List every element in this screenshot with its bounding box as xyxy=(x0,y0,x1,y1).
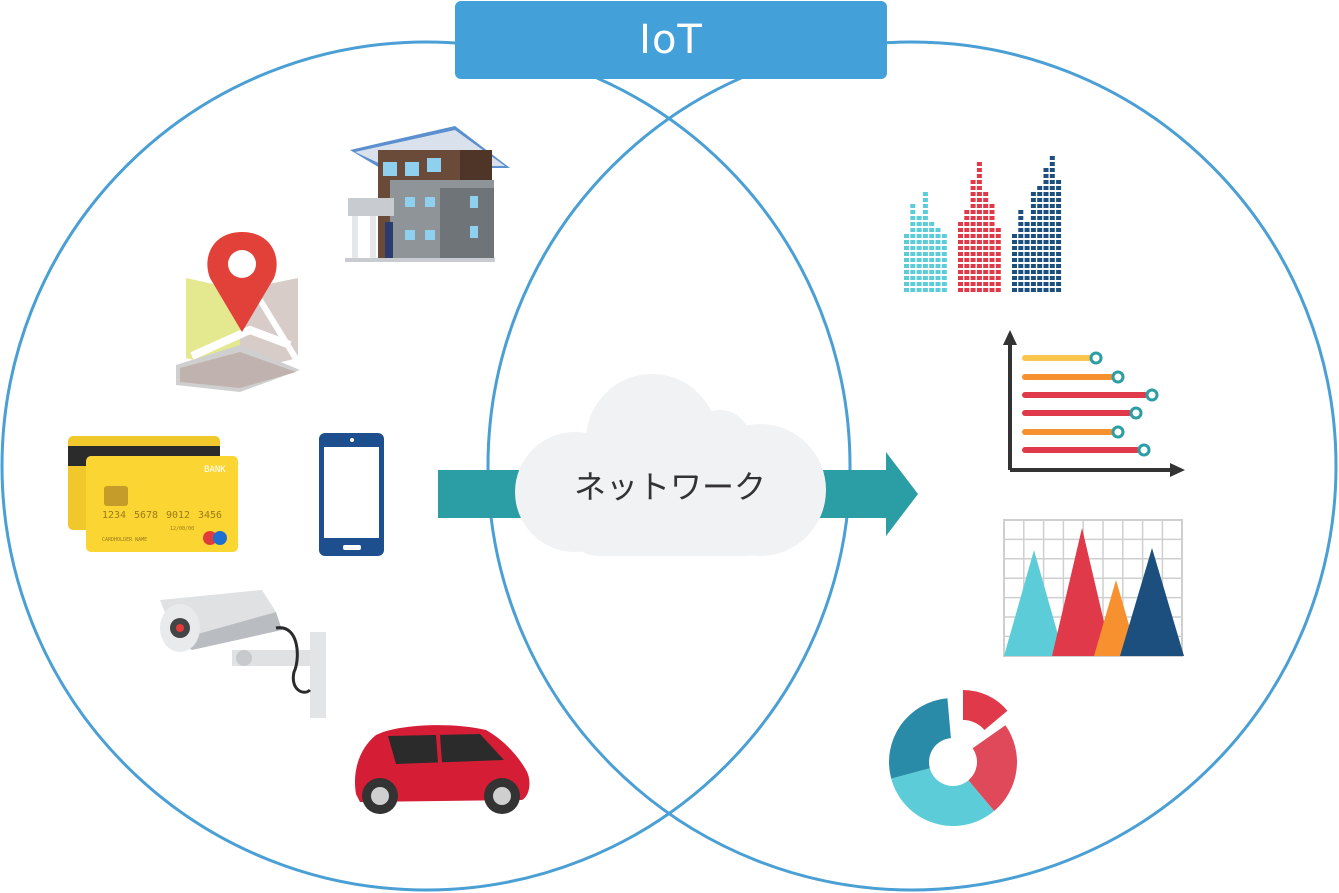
horizontal-bar-row xyxy=(1022,351,1103,365)
bar-chart-bar xyxy=(922,192,928,292)
bar-chart-bar xyxy=(941,234,947,292)
smartphone-icon xyxy=(319,433,384,556)
horizontal-bar-row xyxy=(1022,406,1143,420)
bar-chart-bar xyxy=(1018,210,1024,292)
horizontal-bar-row xyxy=(1022,370,1125,384)
donut-slice xyxy=(889,698,951,779)
page-title: IoT xyxy=(639,17,703,63)
donut-chart-icon xyxy=(889,690,1017,827)
card-number-4: 3456 xyxy=(198,510,222,521)
card-expiry-text: 12/00/00 xyxy=(170,526,194,532)
bar-chart-bar xyxy=(958,222,963,292)
horizontal-bar-row xyxy=(1022,443,1151,457)
credit-card-icon: BANK 1234 5678 9012 3456 12/00/00 CARDHO… xyxy=(68,436,238,552)
bar-chart-bar xyxy=(904,234,909,292)
bar-chart-bar xyxy=(976,162,982,292)
map-pin-icon xyxy=(176,232,301,392)
card-number-3: 9012 xyxy=(166,510,190,521)
car-icon xyxy=(354,725,530,814)
bar-chart-bar xyxy=(1043,168,1049,292)
bar-chart-bar xyxy=(995,228,1001,292)
bar-chart-icon xyxy=(904,156,1062,292)
bar-chart-bar xyxy=(989,204,995,292)
bar-chart-bar xyxy=(1012,234,1017,292)
horizontal-bar-row xyxy=(1022,425,1125,439)
network-label: ネットワーク xyxy=(573,468,766,506)
security-camera-icon xyxy=(160,590,326,718)
house-icon xyxy=(345,126,510,262)
triangle-chart-icon xyxy=(1003,519,1184,657)
left-circle xyxy=(0,40,852,892)
bar-chart-bar xyxy=(935,228,941,292)
right-circle xyxy=(486,40,1338,892)
donut-slice xyxy=(963,690,1008,731)
bar-chart-bar xyxy=(964,210,970,292)
bar-chart-bar xyxy=(1030,192,1036,292)
bar-chart-bar xyxy=(1024,222,1030,292)
bar-chart-bar xyxy=(983,192,989,292)
card-holder-text: CARDHOLDER NAME xyxy=(102,537,147,543)
bar-chart-bar xyxy=(910,204,916,292)
bar-chart-bar xyxy=(1037,186,1043,292)
card-bank-text: BANK xyxy=(204,465,226,475)
horizontal-bar-row xyxy=(1022,388,1159,402)
title-banner: IoT xyxy=(455,1,887,79)
bar-chart-bar xyxy=(1056,180,1062,292)
donut-slice xyxy=(891,768,995,827)
bar-chart-bar xyxy=(916,216,922,292)
horizontal-bar-chart-icon xyxy=(1003,330,1185,477)
bar-chart-bar xyxy=(929,222,935,292)
card-number-2: 5678 xyxy=(134,510,158,521)
card-number-1: 1234 xyxy=(102,510,126,521)
cloud-icon xyxy=(515,374,826,556)
bar-chart-bar xyxy=(970,180,976,292)
donut-slice xyxy=(968,725,1017,812)
bar-chart-bar xyxy=(1049,156,1055,292)
